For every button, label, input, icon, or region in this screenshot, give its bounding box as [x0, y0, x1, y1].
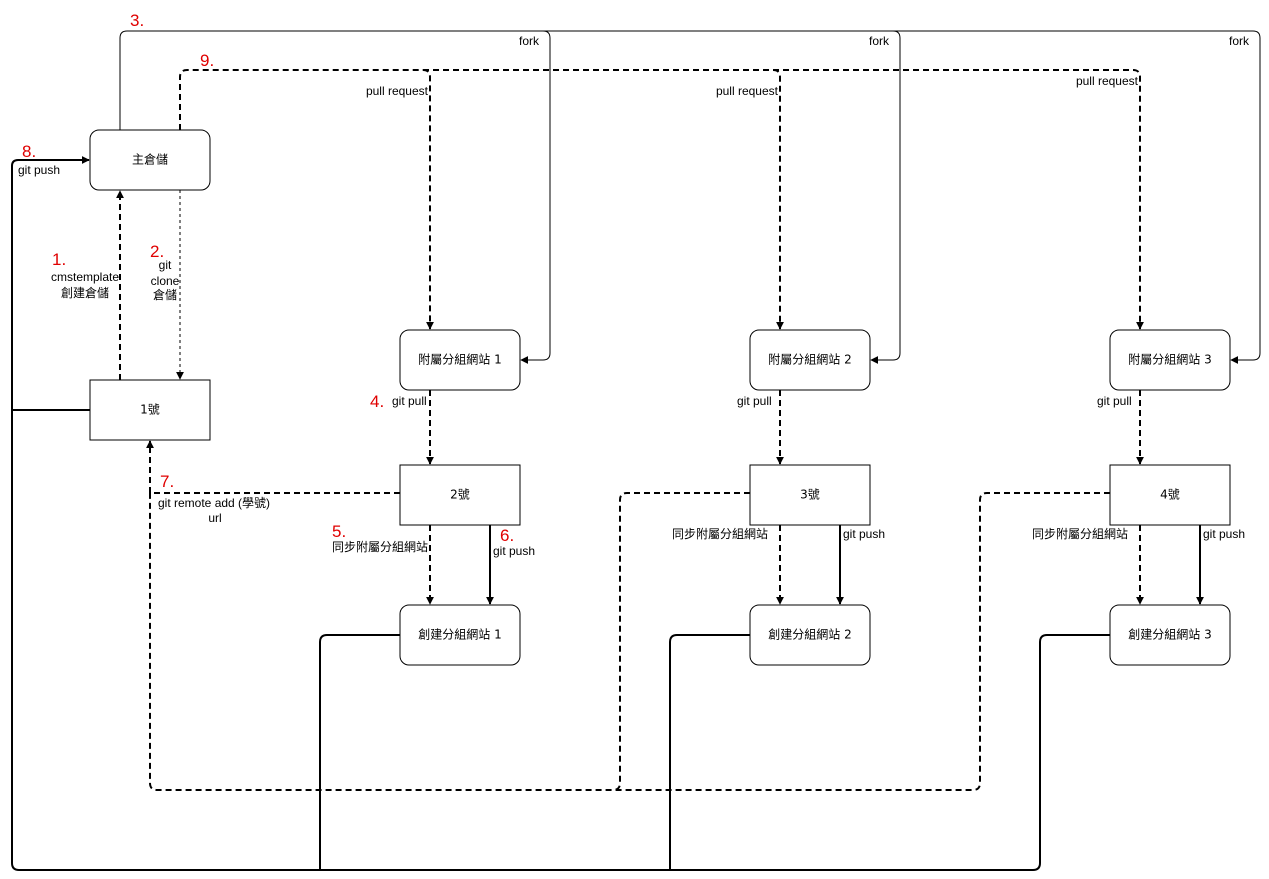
step-7: 7.: [160, 472, 174, 491]
step-9: 9.: [200, 51, 214, 70]
node-no4: 4號: [1109, 464, 1231, 526]
step-2: 2.: [150, 242, 164, 261]
git-push-label-2: git push: [843, 527, 885, 541]
fork-edge-1: [119, 30, 551, 364]
node-no1-label: 1號: [140, 403, 160, 417]
node-no1: 1號: [89, 379, 211, 441]
git-push-main-label: git push: [18, 163, 60, 177]
git-push-label-3: git push: [1203, 527, 1245, 541]
node-no4-label: 4號: [1160, 488, 1180, 502]
remote-add-edge-3: [613, 492, 1110, 791]
node-create-1-label: 創建分組網站 1: [418, 628, 501, 642]
node-no3: 3號: [749, 464, 871, 526]
create-2-bus-edge: [669, 634, 750, 870]
fork-label-2: fork: [869, 34, 890, 48]
node-affiliate-2-label: 附屬分組網站 2: [768, 353, 851, 367]
remote-add-label-1: git remote add (學號): [158, 496, 270, 510]
step-8: 8.: [22, 142, 36, 161]
node-create-3-label: 創建分組網站 3: [1128, 628, 1211, 642]
fork-edge-3: [893, 30, 1261, 364]
remote-add-label-2: url: [208, 511, 221, 525]
node-affiliate-3: 附屬分組網站 3: [1109, 329, 1231, 391]
git-push-main-edge: [11, 156, 90, 411]
create-1-bus-edge: [319, 634, 400, 870]
sync-label-3: 同步附屬分組網站: [1032, 527, 1128, 541]
node-affiliate-1-label: 附屬分組網站 1: [418, 353, 501, 367]
node-affiliate-3-label: 附屬分組網站 3: [1128, 353, 1211, 367]
clone-label-clone: clone: [151, 274, 180, 288]
node-affiliate-1: 附屬分組網站 1: [399, 329, 521, 391]
git-pull-label-2: git pull: [737, 394, 772, 408]
pull-request-edge-2: [423, 69, 784, 330]
create-repo-label: 創建倉儲: [61, 285, 109, 300]
pull-request-edge-3: [773, 69, 1144, 330]
git-push-label-1: git push: [493, 544, 535, 558]
fork-edge-2: [543, 30, 901, 364]
node-create-2-label: 創建分組網站 2: [768, 628, 851, 642]
bottom-bus-edge: [11, 410, 1110, 871]
git-pull-label-3: git pull: [1097, 394, 1132, 408]
remote-add-edge-1: [146, 440, 400, 494]
node-create-2: 創建分組網站 2: [749, 604, 871, 666]
fork-label-3: fork: [1229, 34, 1250, 48]
node-no2: 2號: [399, 464, 521, 526]
node-create-3: 創建分組網站 3: [1109, 604, 1231, 666]
pull-request-label-2: pull request: [716, 84, 779, 98]
step-4: 4.: [370, 392, 384, 411]
pull-request-label-1: pull request: [366, 84, 429, 98]
remote-add-edge-2: [149, 492, 750, 791]
sync-label-2: 同步附屬分組網站: [672, 527, 768, 541]
pull-request-label-3: pull request: [1076, 74, 1139, 88]
pull-request-edge-1: [179, 69, 434, 330]
node-create-1: 創建分組網站 1: [399, 604, 521, 666]
step-6: 6.: [500, 526, 514, 545]
git-pull-label-1: git pull: [392, 394, 427, 408]
node-affiliate-2: 附屬分組網站 2: [749, 329, 871, 391]
node-main-repo-label: 主倉儲: [132, 152, 168, 167]
fork-label-1: fork: [519, 34, 540, 48]
cmstemplate-label: cmstemplate: [51, 270, 119, 284]
sync-label-1: 同步附屬分組網站: [332, 540, 428, 554]
step-1: 1.: [52, 250, 66, 269]
node-no3-label: 3號: [800, 488, 820, 502]
clone-label-git: git: [159, 258, 172, 272]
node-no2-label: 2號: [450, 488, 470, 502]
clone-label-repo: 倉儲: [153, 287, 177, 302]
step-5: 5.: [332, 522, 346, 541]
node-main-repo: 主倉儲: [89, 129, 211, 191]
step-3: 3.: [130, 11, 144, 30]
